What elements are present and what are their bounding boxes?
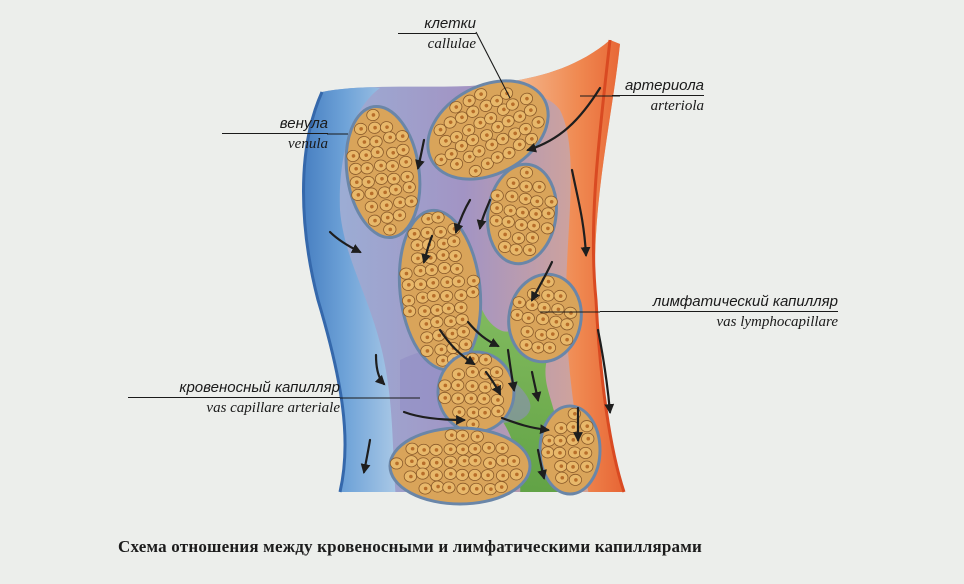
flow-arrow xyxy=(453,198,472,234)
flow-arrow xyxy=(526,86,602,153)
flow-arrow xyxy=(530,370,542,402)
flow-arrow xyxy=(536,448,547,480)
cell-cluster xyxy=(486,162,558,266)
flow-arrows xyxy=(328,86,615,480)
label-cells-ru: клетки xyxy=(424,15,476,32)
flow-arrow xyxy=(570,168,591,257)
label-arteriole: артериола arteriola xyxy=(612,78,704,114)
flow-arrow xyxy=(402,410,466,425)
flow-arrow xyxy=(415,138,426,170)
cell-cluster xyxy=(388,426,532,506)
label-cells-la: callulae xyxy=(427,36,476,52)
label-venule-la: venula xyxy=(288,136,328,152)
flow-arrow xyxy=(530,260,554,302)
cell-cluster xyxy=(538,404,602,496)
flow-arrow xyxy=(484,370,502,396)
cell-cluster xyxy=(397,208,483,372)
flow-arrow xyxy=(476,198,492,230)
flow-arrow xyxy=(374,353,386,386)
cell-cluster xyxy=(426,79,550,181)
figure-caption: Схема отношения между кровеносными и лим… xyxy=(118,537,702,556)
label-blood-capillary-ru: кровеносный капилляр xyxy=(179,379,340,396)
flow-arrow xyxy=(360,438,372,474)
label-venule: венула venula xyxy=(222,116,328,152)
flow-arrow xyxy=(466,320,500,348)
label-blood-capillary-la: vas capillare arteriale xyxy=(206,400,340,416)
flow-arrow xyxy=(421,234,434,264)
flow-arrow xyxy=(500,416,550,435)
cell-clusters xyxy=(344,79,602,506)
label-arteriole-ru: артериола xyxy=(624,77,704,94)
label-lymph-capillary: лимфатический капилляр vas lymphocapilla… xyxy=(600,294,838,330)
flow-arrow xyxy=(438,328,476,366)
label-lymph-capillary-la: vas lymphocapillare xyxy=(716,314,838,330)
label-blood-capillary: кровеносный капилляр vas capillare arter… xyxy=(128,380,340,416)
label-lymph-capillary-ru: лимфатический капилляр xyxy=(652,293,838,310)
label-cells: клетки callulae xyxy=(398,16,476,52)
flow-arrow xyxy=(328,230,362,254)
venule-vessel xyxy=(303,80,396,492)
flow-arrow xyxy=(596,328,615,414)
leader-lines xyxy=(327,31,620,399)
flow-arrow xyxy=(506,348,518,392)
label-arteriole-la: arteriola xyxy=(650,98,704,114)
cell-cluster xyxy=(344,104,422,240)
label-venule-ru: венула xyxy=(279,115,328,132)
